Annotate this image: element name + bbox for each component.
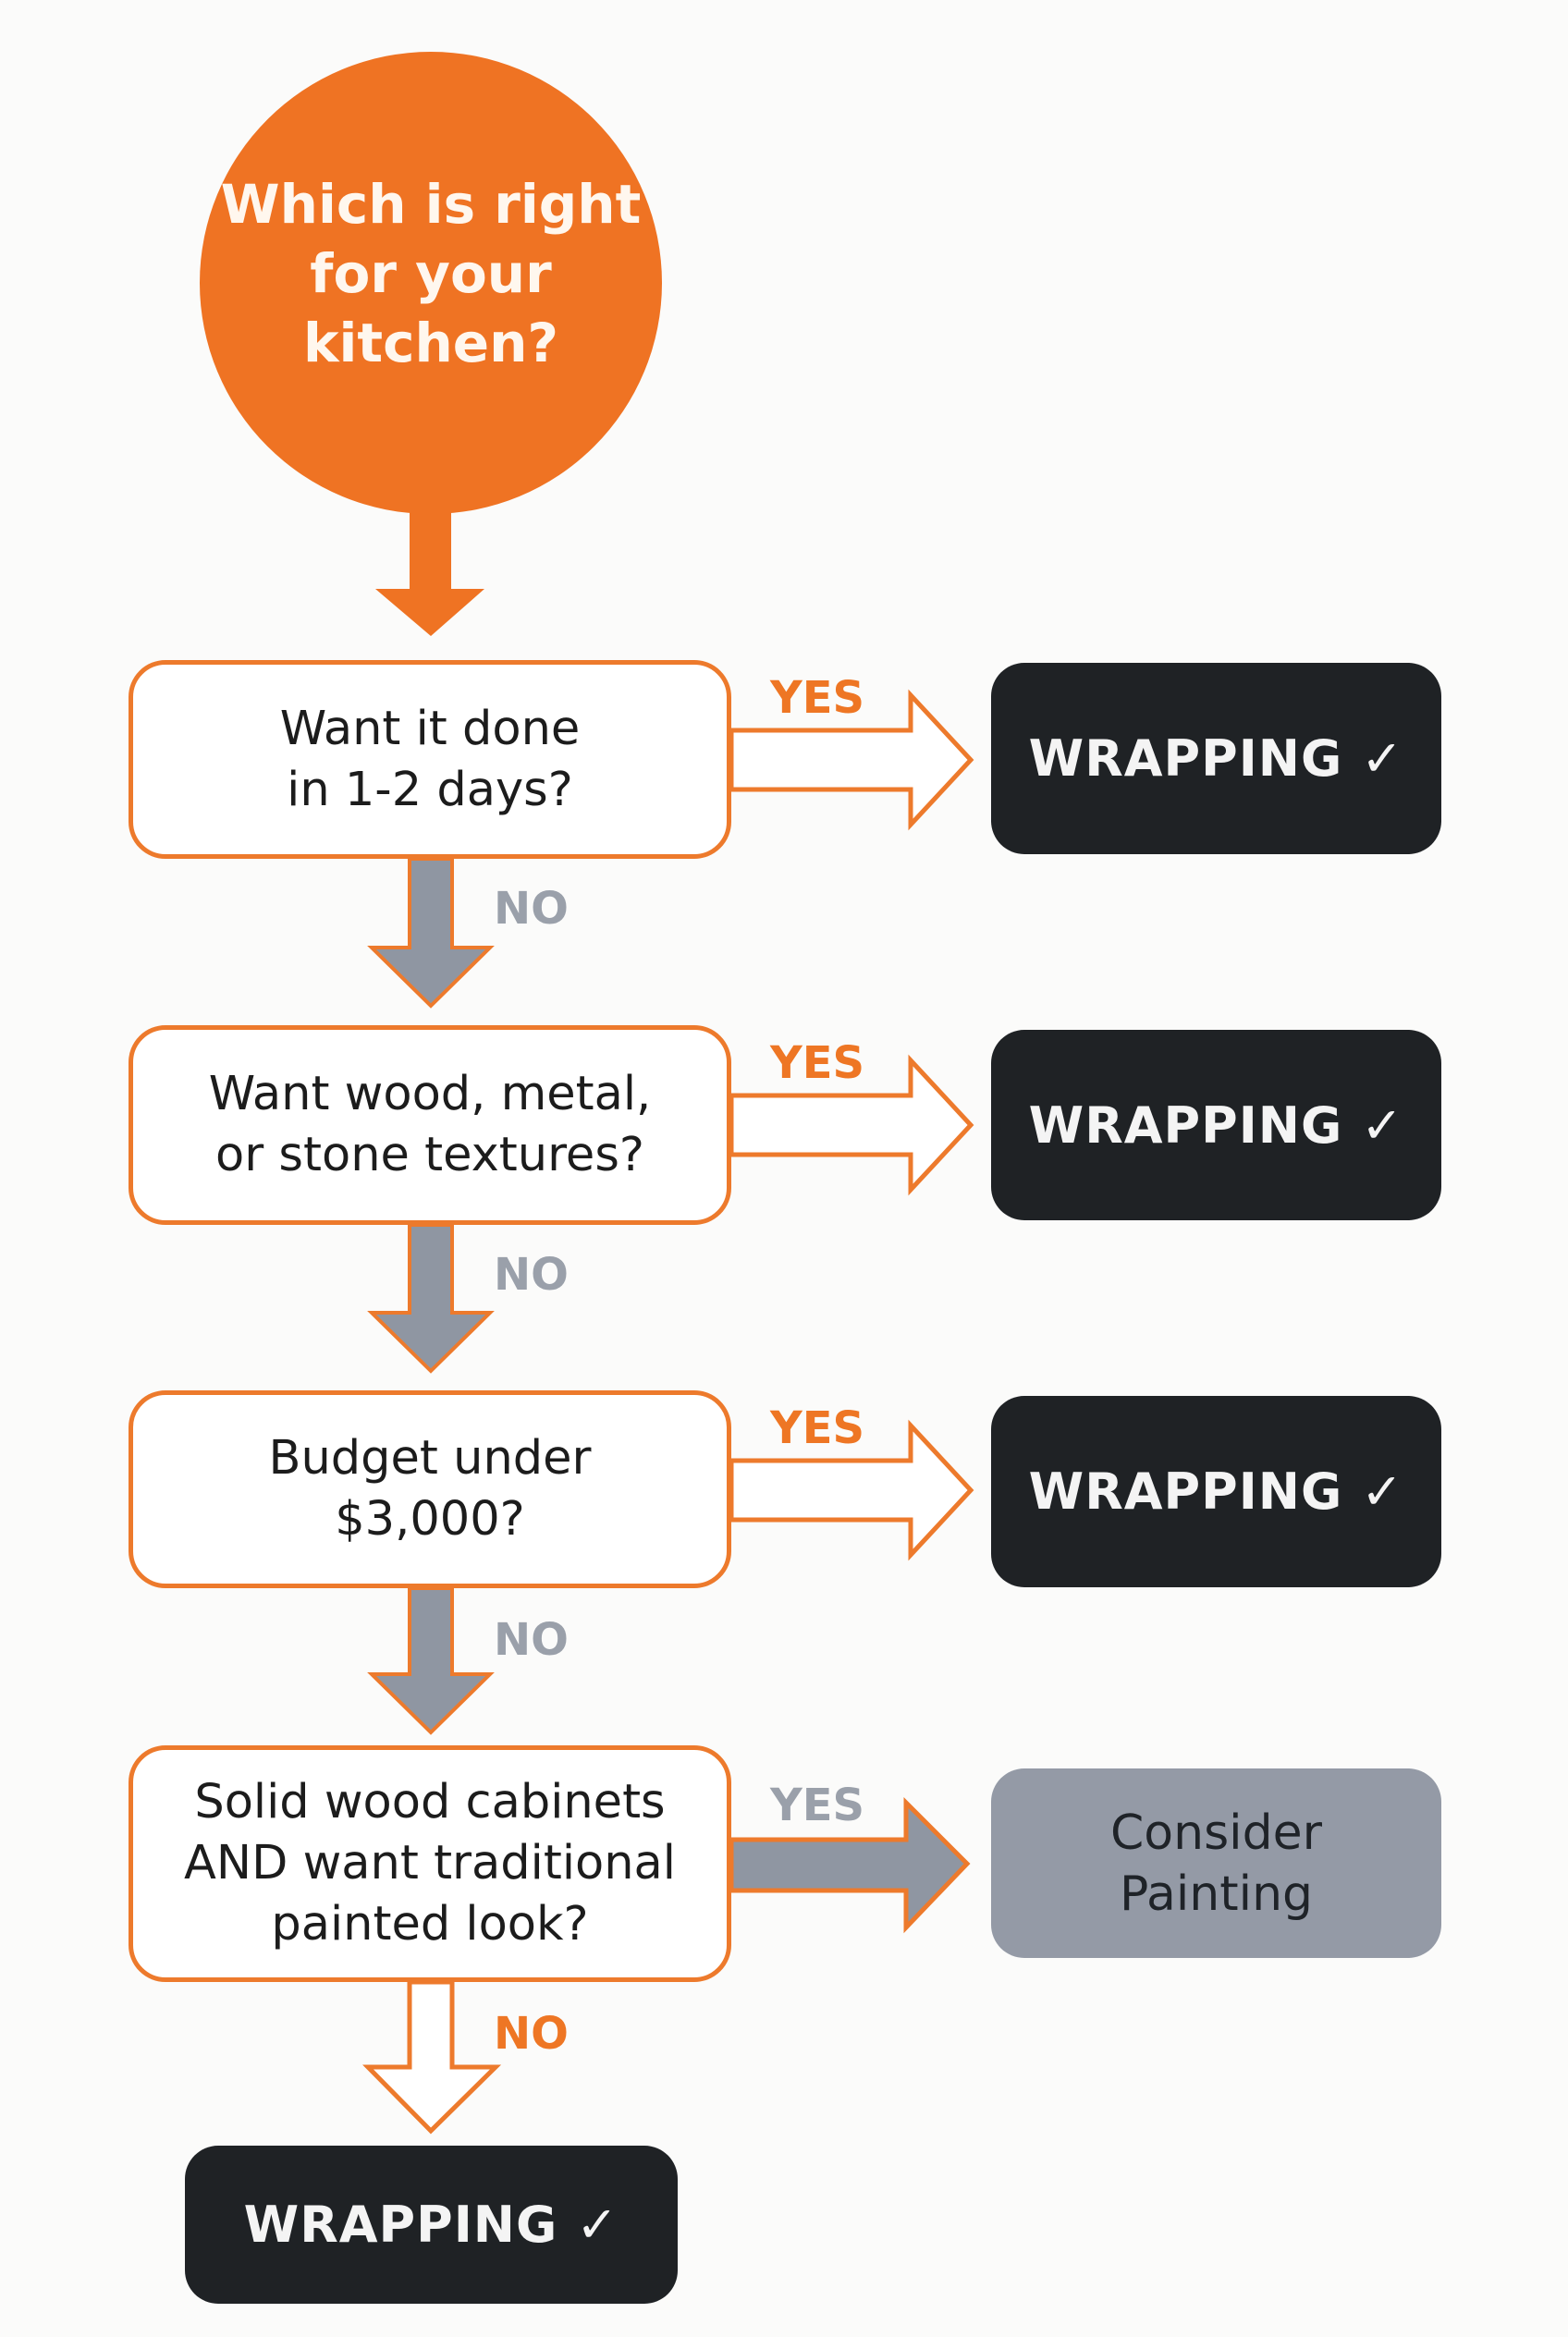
result-box-wrapping: WRAPPING ✓ xyxy=(991,1396,1441,1587)
no-arrow-icon xyxy=(367,857,495,1735)
result-box-wrapping: WRAPPING ✓ xyxy=(991,663,1441,854)
question-text: Want it done in 1-2 days? xyxy=(279,701,581,817)
result-text: WRAPPING ✓ xyxy=(1028,729,1404,788)
start-arrow-icon xyxy=(375,507,484,636)
question-box-3: Budget under $3,000? xyxy=(129,1390,731,1588)
yes-label: YES xyxy=(770,672,865,724)
question-box-4: Solid wood cabinets AND want traditional… xyxy=(129,1745,731,1982)
flowchart-title: Which is right for your kitchen? xyxy=(220,172,642,374)
yes-label: YES xyxy=(770,1402,865,1454)
yes-label: YES xyxy=(770,1037,865,1089)
question-box-2: Want wood, metal, or stone textures? xyxy=(129,1025,731,1225)
no-label: NO xyxy=(494,1249,569,1301)
question-text: Solid wood cabinets AND want traditional… xyxy=(184,1775,676,1952)
result-text: WRAPPING ✓ xyxy=(1028,1095,1404,1155)
question-text: Want wood, metal, or stone textures? xyxy=(208,1067,652,1182)
result-text: WRAPPING ✓ xyxy=(243,2196,619,2254)
question-box-1: Want it done in 1-2 days? xyxy=(129,660,731,859)
question-text: Budget under $3,000? xyxy=(268,1431,592,1547)
no-label: NO xyxy=(494,1614,569,1666)
result-box-consider-painting: Consider Painting xyxy=(991,1768,1441,1958)
result-text: WRAPPING ✓ xyxy=(1028,1462,1404,1521)
result-box-wrapping: WRAPPING ✓ xyxy=(991,1030,1441,1220)
final-no-arrow-icon xyxy=(362,1979,502,2135)
start-circle: Which is right for your kitchen? xyxy=(200,52,662,514)
yes-arrow-icon xyxy=(729,689,974,1561)
yes-arrow-gray-icon xyxy=(729,1796,971,1934)
no-label: NO xyxy=(494,883,569,935)
no-label: NO xyxy=(494,2008,569,2060)
final-result-box: WRAPPING ✓ xyxy=(185,2146,678,2304)
result-text: Consider Painting xyxy=(1110,1805,1322,1922)
yes-label: YES xyxy=(770,1780,865,1831)
